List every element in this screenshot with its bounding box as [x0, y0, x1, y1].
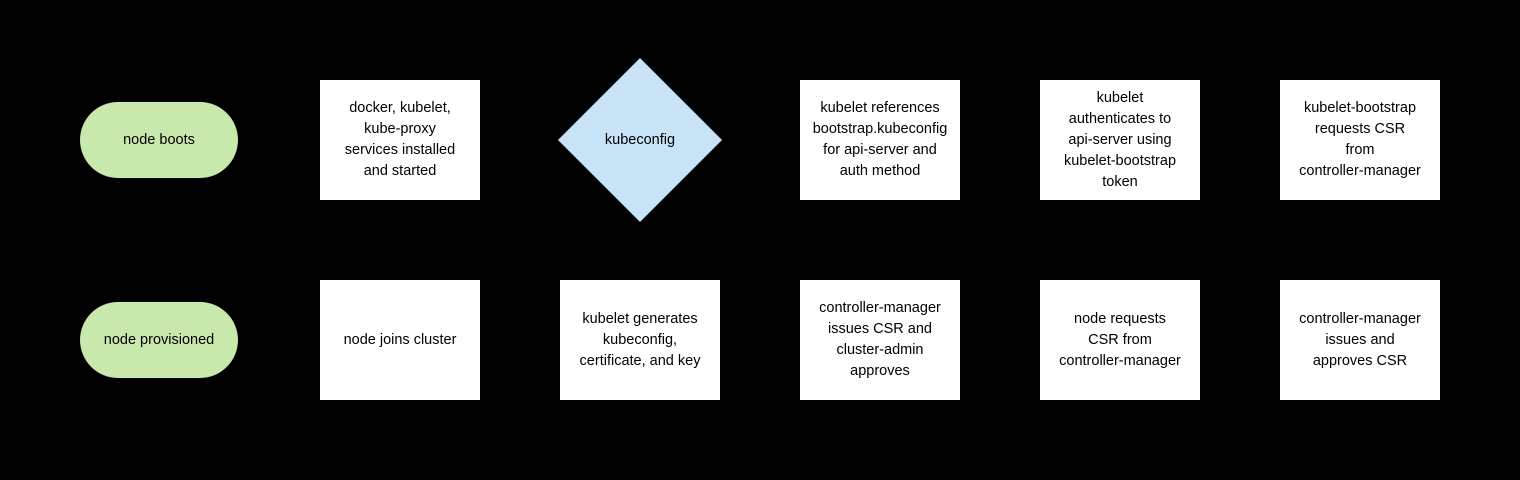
node-label: controller-manager issues and approves C… — [1299, 310, 1421, 369]
node-label: docker, kubelet, kube-proxy services ins… — [344, 100, 456, 179]
node-label: node joins cluster — [343, 331, 457, 348]
node-controller-manager-issues-approves[interactable]: controller-manager issues and approves C… — [1280, 280, 1440, 400]
node-node-joins-cluster[interactable]: node joins cluster — [320, 280, 480, 400]
node-label: kubelet-bootstrap requests CSR from cont… — [1299, 100, 1421, 179]
node-label: kubelet references bootstrap.kubeconfig … — [812, 100, 948, 179]
node-kubelet-references-bootstrap[interactable]: kubelet references bootstrap.kubeconfig … — [800, 80, 960, 200]
node-kubelet-authenticates[interactable]: kubelet authenticates to api-server usin… — [1040, 80, 1200, 200]
node-kubelet-generates[interactable]: kubelet generates kubeconfig, certificat… — [560, 280, 720, 400]
node-label: kubelet authenticates to api-server usin… — [1063, 89, 1177, 190]
node-label: kubelet generates kubeconfig, certificat… — [579, 310, 701, 369]
node-node-requests-csr[interactable]: node requests CSR from controller-manage… — [1040, 280, 1200, 400]
node-kubeconfig-decision[interactable]: kubeconfig — [562, 82, 718, 198]
node-node-boots[interactable]: node boots — [80, 102, 238, 178]
node-kubelet-bootstrap-requests-csr[interactable]: kubelet-bootstrap requests CSR from cont… — [1280, 80, 1440, 200]
node-services-installed[interactable]: docker, kubelet, kube-proxy services ins… — [320, 80, 480, 200]
node-label: node provisioned — [103, 331, 215, 348]
node-label: node boots — [123, 131, 195, 148]
node-controller-manager-issues-csr[interactable]: controller-manager issues CSR and cluste… — [800, 280, 960, 400]
node-label: kubeconfig — [604, 131, 676, 148]
node-label: controller-manager issues CSR and cluste… — [819, 300, 941, 379]
node-label: node requests CSR from controller-manage… — [1059, 310, 1181, 369]
node-node-provisioned[interactable]: node provisioned — [80, 302, 238, 378]
